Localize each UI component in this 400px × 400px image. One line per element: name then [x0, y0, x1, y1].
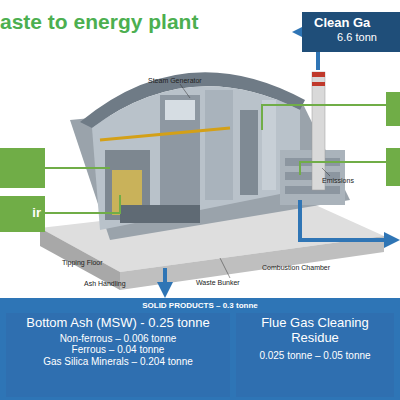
- node-heading: Bottom Ash (MSW) - 0.25 tonne: [10, 316, 226, 331]
- node-heading: Clean Ga: [314, 16, 400, 31]
- node-heading: ir: [0, 206, 41, 221]
- part-label: Tipping Floor: [62, 259, 103, 266]
- node-text: Non-ferrous – 0.006 tonne: [10, 333, 226, 345]
- output-box: [386, 148, 400, 186]
- node-heading: Flue Gas Cleaning Residue: [242, 316, 388, 346]
- part-label: Emissions: [322, 177, 354, 184]
- node-text: 6.6 tonn: [314, 31, 400, 44]
- products-band: SOLID PRODUCTS – 0.3 tonneBottom Ash (MS…: [0, 298, 400, 400]
- diagram-title: aste to energy plant: [0, 10, 198, 34]
- flow-arrow: [300, 200, 392, 240]
- input-box: [0, 148, 45, 188]
- output-box: Clean Ga6.6 tonn: [302, 12, 400, 52]
- node-text: Ferrous – 0.04 tonne: [10, 344, 226, 356]
- part-label: Steam Generator: [148, 77, 202, 84]
- part-label: Waste Bunker: [196, 279, 240, 286]
- node-text: 0.025 tonne – 0.05 tonne: [242, 350, 388, 362]
- product-box: Flue Gas Cleaning Residue 0.025 tonne – 0…: [236, 313, 394, 397]
- part-label: Ash Handling: [84, 280, 126, 287]
- output-box: [386, 92, 400, 126]
- input-box: ir: [0, 196, 45, 232]
- part-label: Combustion Chamber: [262, 264, 330, 271]
- ash-arrow: [163, 268, 167, 290]
- product-box: Bottom Ash (MSW) - 0.25 tonneNon-ferrous…: [6, 313, 230, 397]
- node-text: Gas Silica Minerals – 0.204 tonne: [10, 356, 226, 368]
- node-heading: SOLID PRODUCTS – 0.3 tonne: [0, 301, 400, 310]
